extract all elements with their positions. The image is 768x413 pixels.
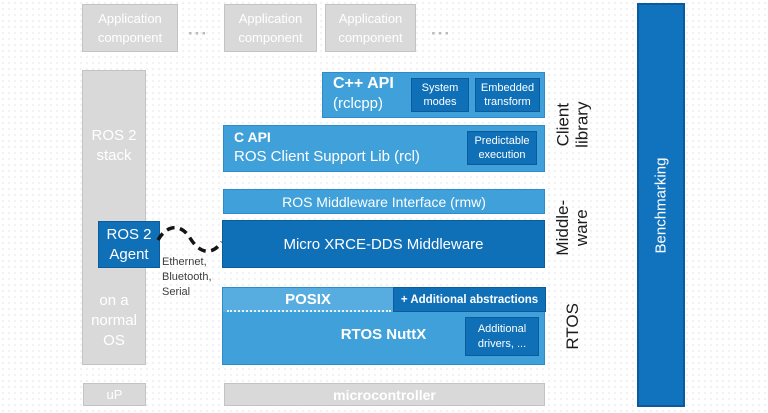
c-api-title: C API xyxy=(234,129,271,145)
benchmarking-label: Benchmarking xyxy=(652,157,670,253)
client-library-side-label-text: Client library xyxy=(553,101,591,149)
nuttx-label: RTOS NuttX xyxy=(340,326,427,343)
application-component-box: Application component xyxy=(82,4,178,52)
xrce-middleware-box: Micro XRCE-DDS Middleware xyxy=(222,220,545,268)
middleware-side-label: Middle- ware xyxy=(547,184,599,272)
c-api-subtitle: ROS Client Support Lib (rcl) xyxy=(234,148,420,165)
dashed-connector-line xyxy=(156,226,224,253)
rtos-side-label-text: RTOS xyxy=(562,302,582,350)
benchmarking-bar: Benchmarking xyxy=(637,3,685,407)
up-processor-box: uP xyxy=(83,383,146,406)
additional-drivers-chip: Additional drivers, ... xyxy=(465,317,539,356)
embedded-transform-chip: Embedded transform xyxy=(475,78,540,112)
cpp-api-box: C++ API (rclcpp) System modes Embedded t… xyxy=(322,72,545,118)
client-library-side-label: Client library xyxy=(547,70,599,180)
rmw-box: ROS Middleware Interface (rmw) xyxy=(223,189,545,214)
ros2-stack-label: ROS 2 stack xyxy=(91,127,137,164)
application-component-box: Application component xyxy=(325,4,416,52)
rtos-box: POSIX + Additional abstractions RTOS Nut… xyxy=(222,287,546,365)
predictable-execution-chip: Predictable execution xyxy=(467,131,537,165)
transport-list: Ethernet, Bluetooth, Serial xyxy=(162,256,212,298)
ellipsis: ··· xyxy=(431,24,451,43)
normal-os-label: on a normal OS xyxy=(91,292,137,349)
posix-label: POSIX xyxy=(285,290,331,308)
microcontroller-box: microcontroller xyxy=(224,383,545,406)
ros2-agent-box: ROS 2 Agent xyxy=(98,221,160,268)
ros2-stack-column: ROS 2 stack on a normal OS xyxy=(82,70,146,365)
middleware-side-label-text: Middle- ware xyxy=(553,200,591,256)
c-api-box: C API ROS Client Support Lib (rcl) Predi… xyxy=(223,125,545,172)
ellipsis: ··· xyxy=(188,24,208,43)
posix-divider xyxy=(227,310,391,312)
posix-strip xyxy=(223,288,393,312)
cpp-api-subtitle: (rclcpp) xyxy=(333,95,384,112)
application-component-box: Application component xyxy=(224,4,317,52)
system-modes-chip: System modes xyxy=(411,78,469,112)
additional-abstractions-chip: + Additional abstractions xyxy=(393,287,546,312)
rtos-side-label: RTOS xyxy=(547,287,599,365)
cpp-api-title: C++ API xyxy=(333,75,394,92)
